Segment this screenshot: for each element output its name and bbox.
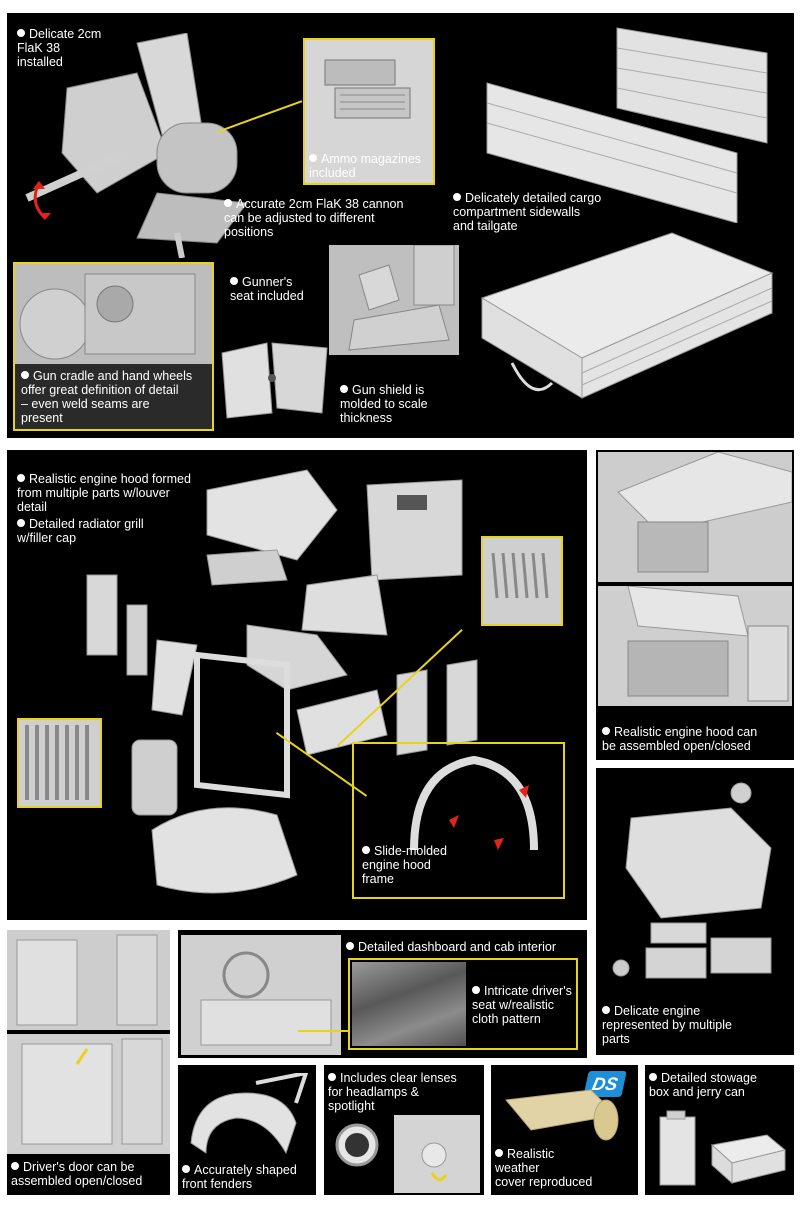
- bullet-icon: [346, 942, 354, 950]
- bullet-icon: [224, 199, 232, 207]
- headlamp-lens-image: [335, 1123, 379, 1167]
- weather-cover-roll-image: [505, 1089, 619, 1141]
- cargo-sidewalls-image: [486, 27, 768, 223]
- lenses-panel: Includes clear lenses for headlamps & sp…: [324, 1065, 484, 1195]
- cab-door-closed-image: [7, 930, 170, 1030]
- bullet-icon: [230, 277, 238, 285]
- caption-ammo: Ammo magazines included: [309, 152, 422, 180]
- bullet-icon: [328, 1073, 336, 1081]
- gun-shield-image: [221, 342, 328, 419]
- bullet-icon: [17, 474, 25, 482]
- bullet-icon: [453, 193, 461, 201]
- grill-detail-box: [17, 718, 102, 808]
- seat-cloth-detail-box: Intricate driver's seat w/realistic clot…: [348, 958, 578, 1050]
- caption-engine: Delicate engine represented by multiple …: [602, 1004, 732, 1046]
- flak-cargo-panel: Delicate 2cm FlaK 38 installed Ammo maga…: [7, 13, 794, 438]
- engine-bay-open-image: [598, 586, 792, 706]
- front-fenders-image: [190, 1073, 309, 1155]
- flak38-gun-image: [25, 33, 248, 258]
- caption-stowage: Detailed stowage box and jerry can: [649, 1071, 757, 1099]
- bullet-icon: [17, 519, 25, 527]
- seat-leader-line: [298, 1030, 350, 1032]
- bullet-icon: [602, 727, 610, 735]
- bullet-icon: [182, 1165, 190, 1173]
- cargo-compartment-image: [480, 232, 774, 399]
- caption-cradle: Gun cradle and hand wheels offer great d…: [21, 369, 193, 425]
- bullet-icon: [495, 1149, 503, 1157]
- caption-shield: Gun shield is molded to scale thickness: [340, 383, 428, 425]
- door-panel: Driver's door can be assembled open/clos…: [7, 930, 170, 1195]
- bullet-icon: [11, 1162, 19, 1170]
- dashboard-image: [181, 935, 341, 1055]
- hood-frame-detail-box: Slide-molded engine hood frame: [352, 742, 565, 899]
- caption-hood: Realistic engine hood formed from multip…: [17, 472, 191, 514]
- bullet-icon: [309, 154, 317, 162]
- caption-seat-cloth: Intricate driver's seat w/realistic clot…: [472, 984, 572, 1026]
- bullet-icon: [362, 846, 370, 854]
- bullet-icon: [472, 986, 480, 994]
- grill-closeup-image: [25, 725, 89, 800]
- gun-cradle-image: [15, 264, 212, 364]
- caption-door: Driver's door can be assembled open/clos…: [11, 1160, 143, 1188]
- fenders-panel: Accurately shaped front fenders: [178, 1065, 316, 1195]
- cradle-detail-box: Gun cradle and hand wheels offer great d…: [13, 262, 214, 431]
- hood-open-panel: Realistic engine hood can be assembled o…: [596, 450, 794, 760]
- bullet-icon: [21, 371, 29, 379]
- caption-hood-open: Realistic engine hood can be assembled o…: [602, 725, 758, 753]
- hood-frame-image: [410, 755, 538, 851]
- louver-detail-box: [481, 536, 563, 626]
- cab-door-open-image: [7, 1034, 170, 1154]
- caption-seat: Gunner's seat included: [230, 275, 304, 303]
- caption-cargo: Delicately detailed cargo compartment si…: [453, 191, 602, 233]
- engine-parts-image: [612, 782, 772, 979]
- bullet-icon: [17, 29, 25, 37]
- cab-parts-panel: Realistic engine hood formed from multip…: [7, 450, 587, 920]
- louver-closeup-image: [491, 552, 549, 599]
- cloth-texture-image: [352, 962, 466, 1046]
- jerry-can-image: [659, 1110, 696, 1186]
- caption-dashboard: Detailed dashboard and cab interior: [346, 940, 556, 954]
- stowage-box-image: [710, 1134, 787, 1185]
- caption-flak-installed: Delicate 2cm FlaK 38 installed: [17, 27, 102, 69]
- bullet-icon: [340, 385, 348, 393]
- caption-lenses: Includes clear lenses for headlamps & sp…: [328, 1071, 457, 1113]
- cab-parts-exploded-image: [86, 469, 478, 894]
- caption-weather: Realistic weather cover reproduced: [495, 1147, 593, 1189]
- caption-fenders: Accurately shaped front fenders: [182, 1163, 297, 1191]
- caption-cannon: Accurate 2cm FlaK 38 cannon can be adjus…: [224, 197, 404, 239]
- bullet-icon: [602, 1006, 610, 1014]
- stowage-panel: Detailed stowage box and jerry can: [645, 1065, 794, 1195]
- spotlight-image: [394, 1115, 480, 1193]
- weather-cover-panel: DS Realistic weather cover reproduced: [491, 1065, 638, 1195]
- engine-bay-closed-image: [598, 452, 792, 582]
- ammo-detail-box: Ammo magazines included: [303, 38, 435, 185]
- engine-panel: Delicate engine represented by multiple …: [596, 768, 794, 1055]
- caption-frame: Slide-molded engine hood frame: [362, 844, 447, 886]
- dashboard-panel: Detailed dashboard and cab interior Intr…: [178, 930, 587, 1058]
- ammo-magazine-image: [324, 59, 411, 119]
- gunner-seat-image: [329, 245, 459, 355]
- caption-grill: Detailed radiator grill w/filler cap: [17, 517, 144, 545]
- bullet-icon: [649, 1073, 657, 1081]
